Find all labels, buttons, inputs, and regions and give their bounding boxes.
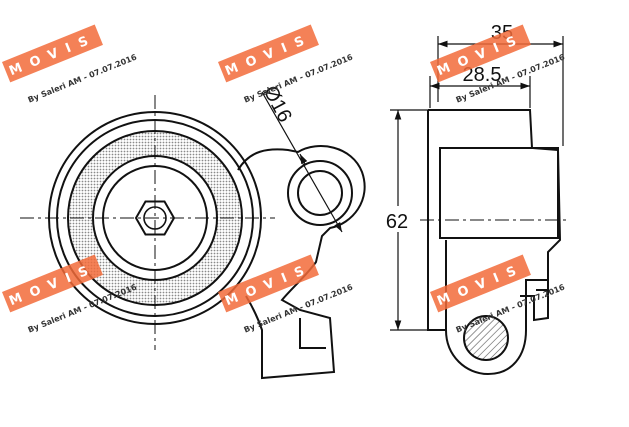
height-label-bg [380,206,414,232]
bushing-inner [297,170,343,216]
watermark-bottom-mid: MOVIS By Saleri AM - 07.07.2016 [218,254,354,335]
front-view [48,111,366,380]
width-inner-label: 28.5 [463,64,502,86]
side-lower-bracket [445,240,548,376]
side-pin [463,315,509,361]
front-centerlines [20,95,275,350]
arm-slot [299,318,326,349]
side-body [439,147,559,239]
bore-dimension [261,91,343,233]
watermark-top-left: MOVIS By Saleri AM - 07.07.2016 [2,24,138,105]
side-view [427,109,562,376]
dim-width-inner [429,76,531,108]
height-label: 62 [386,211,408,233]
watermark-top-mid: MOVIS By Saleri AM - 07.07.2016 [218,24,354,105]
tensioner-arm [237,145,366,380]
side-upper-plate [428,109,562,322]
bushing-outer [287,160,353,226]
